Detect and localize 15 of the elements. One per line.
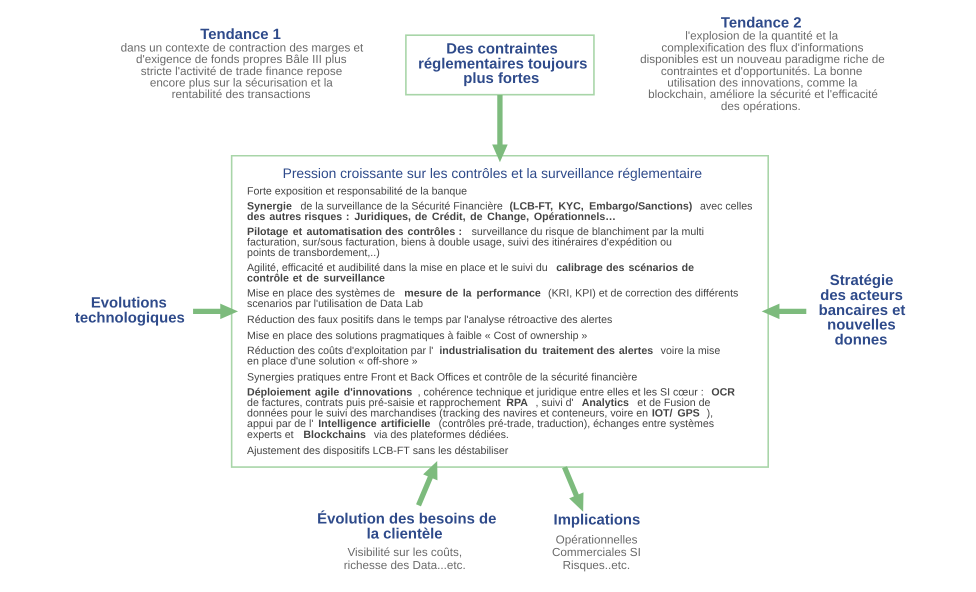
arrow <box>416 460 437 506</box>
label: dans un contexte de contraction des marges et d'exigence de fonds propres Bâle III plus stricte l'activité de trade finance repose encore plus sur la sécurisation et la rentabilité des transactions <box>120 41 363 102</box>
arrow <box>192 304 238 320</box>
node-text: Évolution des besoins de la clientèle Visibilité sur les coûts, richesse des Data...etc. <box>316 512 496 572</box>
arrow <box>562 466 583 512</box>
node-box: Des contraintes réglementaires toujours plus fortes <box>404 34 594 96</box>
label: l'explosion de la quantité et la complexification des flux d'informations disponibles est un nouveau paradigme riche de contraintes et d'opportunités. La bonne utilisation des innovations, comme la blockchain, améliore la sécurité et l'efficacité des opérations. <box>640 30 884 113</box>
node-box: Pression croissante sur les contrôles et la surveillance réglementaire Forte exposition et responsabilité de la banque Synergie de la surveillance de la Sécurité Financière (LCB-FT, KYC, Embargo/Sanctions) avec celles des autres risques : Juridiques, de Crédit, de Change, Opérationnels… Pilotage et automatisation des contrôles : surveillance du risque de blanchiment par la multi facturation, sur/sous facturation, biens à double usage, suivi des itinéraires d'expédition ou points de transbordement,..) Agilité, efficacité et audibilité dans la mise en place et le suivi du calibrage des scénarios de contrôle et de surveillance Mise en place des systèmes de mesure de la performance (KRI, KPI) et de correction des différents scenarios par l'utilisation de Data Lab Réduction des faux positifs dans le temps par l'analyse rétroactive des alertes Mise en place des solutions pragmatiques à faible « Cost of ownership » Réduction des coûts d'exploitation par l'industrialisation du traitement des alertes voire la mise en place d'une solution « off-shore » Synergies pratiques entre Front et Back Offices et contrôle de la sécurité financière Déploiement agile d'innovations, cohérence technique et juridique entre elles et les SI cœur : OCR de factures, contrats puis pré-saisie et rapprochement RPA, suivi d'Analytics et de Fusion de données pour le suivi des marchandises (tracking des navires et conteneurs, voire en IOT/ GPS), appui par de l'Intelligence artificielle (contrôles pré-trade, traduction), échanges entre systèmes experts et Blockchains via des plateformes dédiées. Ajustement des dispositifs LCB-FT sans les déstabiliser <box>230 154 768 468</box>
node-text: Implications Opérationnelles Commerciales SI Risques..etc. <box>551 512 640 572</box>
node-text: Stratégie des acteurs bancaires et nouvelles donnes <box>818 273 905 349</box>
arrow <box>761 304 806 320</box>
node-text: Evolutions technologiques <box>74 295 184 326</box>
label: Tendance 2 <box>720 15 802 32</box>
label: Tendance 1 <box>200 27 280 44</box>
arrow <box>492 94 508 162</box>
